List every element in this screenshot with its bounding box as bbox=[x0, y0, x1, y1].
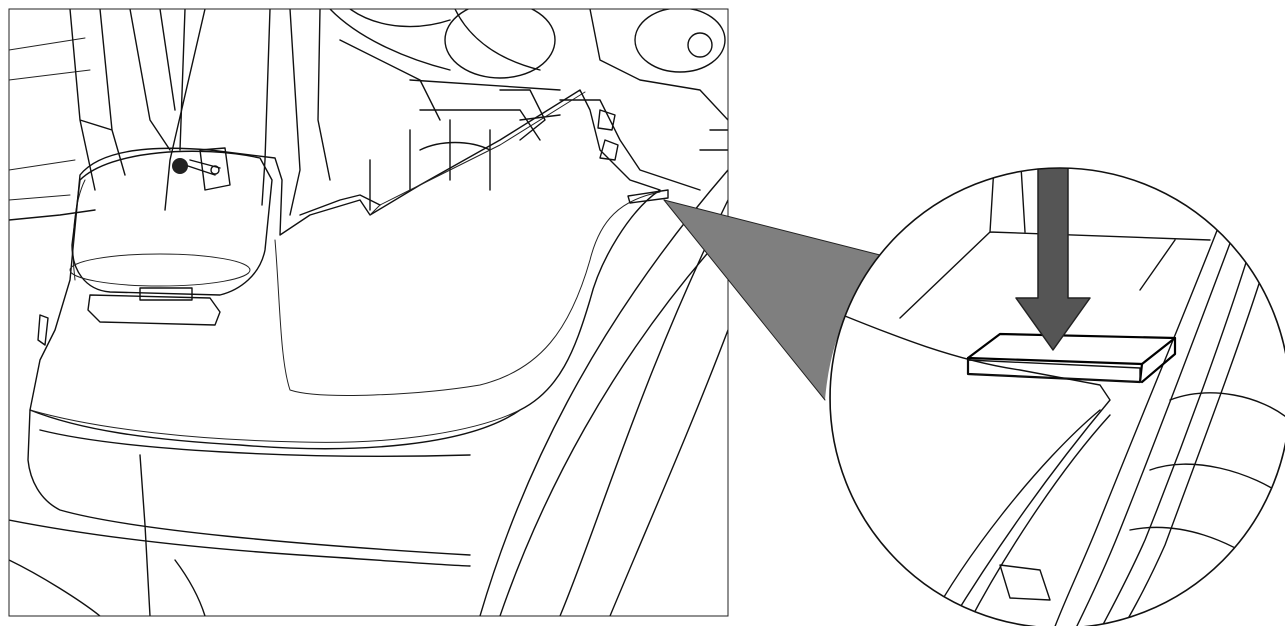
main-view-frame bbox=[8, 8, 729, 617]
clip-tab bbox=[627, 189, 669, 204]
zoom-callout-cone bbox=[664, 200, 880, 400]
screw-icon bbox=[172, 147, 231, 191]
arrow-down-icon bbox=[1015, 168, 1091, 351]
background-machinery bbox=[9, 9, 728, 221]
lower-body bbox=[9, 314, 471, 616]
zoom-detail-content bbox=[830, 168, 1285, 626]
clip-tab-detail bbox=[966, 332, 1177, 384]
wheel-arcs bbox=[479, 169, 728, 616]
highlighted-cover-part bbox=[29, 89, 661, 450]
magnifier-detail-icon bbox=[829, 167, 1285, 626]
main-view bbox=[9, 9, 728, 616]
